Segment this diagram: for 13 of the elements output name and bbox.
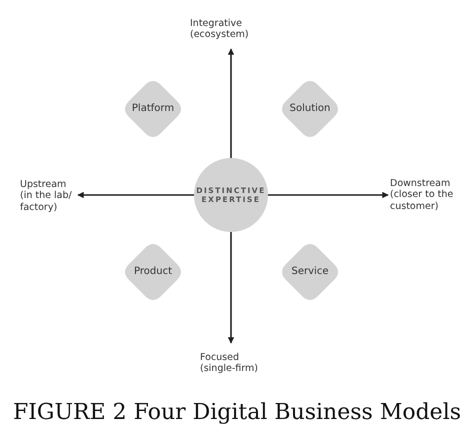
figure-caption: FIGURE 2 Four Digital Business Models xyxy=(12,400,462,425)
axis-arrow xyxy=(228,232,234,344)
node-label: Solution xyxy=(290,103,330,115)
node-label: Product xyxy=(134,266,172,278)
axis-label: Upstream (in the lab/ factory) xyxy=(20,178,73,214)
node-label: Service xyxy=(292,266,328,278)
axis-label: Focused (single-firm) xyxy=(200,352,259,374)
axis-arrow xyxy=(77,192,194,198)
axis-arrow xyxy=(228,48,234,158)
axis-arrow xyxy=(268,192,389,198)
axis-label: Integrative (ecosystem) xyxy=(190,18,250,40)
axis-label: Downstream (closer to the customer) xyxy=(390,178,454,212)
node-label: Platform xyxy=(132,103,174,115)
